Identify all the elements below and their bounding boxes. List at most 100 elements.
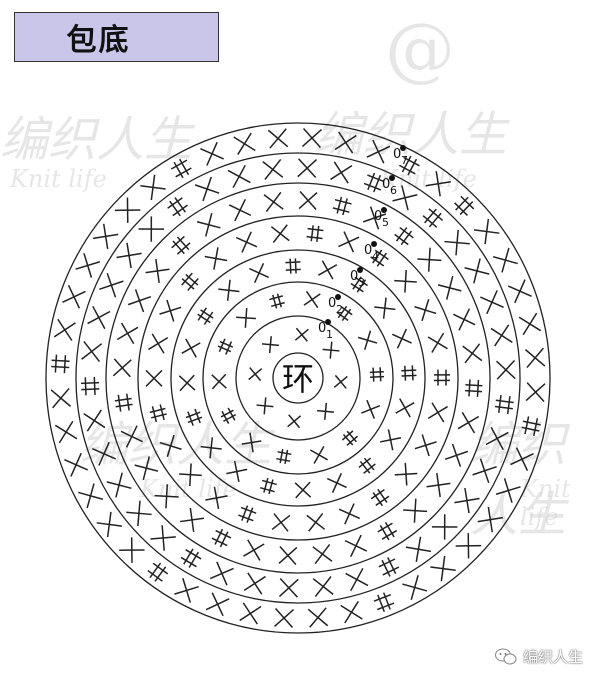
sc-stitch-symbol [294, 481, 312, 499]
round-ring [137, 215, 459, 541]
svg-text:0: 0 [318, 321, 326, 336]
watermark-subtext: Knit life [10, 165, 107, 193]
sc-stitch-symbol [392, 185, 418, 211]
sc-stitch-symbol [150, 525, 176, 551]
inc-stitch-symbol [114, 393, 133, 412]
inc-stitch-symbol [521, 416, 541, 437]
sc-stitch-symbol [154, 484, 179, 509]
sc-stitch-symbol [119, 537, 145, 563]
inc-stitch-symbol [494, 394, 514, 415]
sc-stitch-symbol [50, 387, 72, 409]
round-number-label: 3 [358, 276, 365, 289]
sc-stitch-symbol [301, 128, 322, 149]
sc-stitch-symbol [243, 539, 265, 561]
inc-stitch-symbol [358, 457, 376, 474]
sc-stitch-symbol [54, 420, 78, 444]
sc-stitch-symbol [362, 206, 387, 230]
inc-stitch-symbol [238, 505, 257, 523]
svg-text:0: 0 [382, 177, 390, 192]
sc-stitch-symbol [159, 434, 182, 457]
sc-stitch-symbol [453, 308, 476, 331]
sc-stitch-symbol [178, 374, 196, 392]
sc-stitch-symbol [114, 197, 141, 223]
inc-stitch-symbol [167, 197, 188, 217]
sc-stitch-symbol [92, 441, 116, 466]
sc-stitch-symbol [145, 369, 163, 387]
sc-stitch-symbol [485, 426, 509, 451]
sc-stitch-symbol [326, 473, 347, 493]
wechat-icon [494, 648, 517, 664]
sc-stitch-symbol [340, 601, 363, 624]
sc-stitch-symbol [394, 462, 418, 486]
round-number-label: 2 [336, 303, 343, 316]
sc-stitch-symbol [194, 176, 220, 202]
round-ring [45, 122, 551, 634]
sc-stitch-symbol [333, 374, 348, 389]
sc-stitch-symbol [87, 305, 111, 330]
inc-stitch-symbol [394, 226, 414, 246]
sc-stitch-symbol [477, 506, 504, 533]
inc-stitch-symbol [285, 258, 301, 274]
sc-stitch-symbol [492, 247, 518, 273]
sc-stitch-symbol [241, 432, 262, 453]
sc-stitch-symbol [417, 247, 442, 272]
sc-stitch-symbol [271, 513, 291, 532]
sc-stitch-symbol [112, 358, 132, 378]
svg-text:0: 0 [350, 269, 358, 284]
sc-stitch-symbol [464, 258, 490, 284]
sc-stitch-symbol [403, 498, 428, 523]
sc-stitch-symbol [312, 543, 333, 565]
sc-stitch-symbol [294, 327, 309, 342]
sc-stitch-symbol [427, 332, 448, 353]
sc-stitch-symbol [374, 297, 396, 319]
inc-stitch-symbol [259, 477, 277, 495]
sc-stitch-symbol [181, 338, 201, 358]
sc-stitch-symbol [278, 577, 299, 598]
sc-stitch-symbol [116, 322, 139, 345]
sc-stitch-symbol [361, 399, 381, 419]
sc-stitch-symbol [75, 253, 101, 278]
inc-stitch-symbol [197, 307, 214, 325]
sc-stitch-symbol [261, 336, 279, 354]
sc-stitch-symbol [318, 260, 338, 280]
title-box: 包底 [14, 12, 219, 62]
sc-stitch-symbol [126, 500, 152, 527]
round-number-label: 4 [372, 250, 379, 263]
sc-stitch-symbol [227, 164, 251, 189]
sc-stitch-symbol [248, 367, 263, 382]
round-number-label: 7 [401, 154, 408, 167]
sc-stitch-symbol [444, 229, 470, 256]
inc-stitch-symbol [51, 354, 70, 374]
sc-stitch-symbol [303, 290, 321, 309]
sc-stitch-symbol [425, 171, 451, 197]
watermark-logo: @ [385, 8, 455, 90]
sc-stitch-symbol [233, 132, 256, 155]
round-ring [75, 152, 521, 604]
sc-stitch-symbol [140, 174, 166, 201]
sc-stitch-symbol [473, 218, 500, 245]
footer-badge: 编织人生 [494, 646, 583, 667]
sc-stitch-symbol [226, 460, 248, 483]
svg-text:0: 0 [393, 147, 401, 162]
sc-stitch-symbol [200, 437, 222, 459]
watermark-text: 编织人生 [315, 107, 508, 163]
sc-stitch-symbol [297, 158, 318, 179]
sc-stitch-symbol [53, 318, 76, 341]
sc-stitch-symbol [120, 425, 143, 448]
round-number-label: 6 [390, 184, 397, 197]
sc-stitch-symbol [431, 514, 458, 540]
sc-stitch-symbol [64, 452, 89, 477]
inc-stitch-symbol [373, 592, 395, 612]
sc-stitch-symbol [205, 486, 228, 510]
sc-stitch-symbol [205, 592, 230, 617]
sc-stitch-symbol [322, 341, 340, 359]
inc-stitch-symbol [454, 195, 475, 216]
sc-stitch-symbol [334, 131, 357, 154]
round-number-label: 1 [326, 328, 333, 341]
inc-stitch-symbol [170, 158, 192, 179]
sc-stitch-symbol [306, 512, 326, 532]
